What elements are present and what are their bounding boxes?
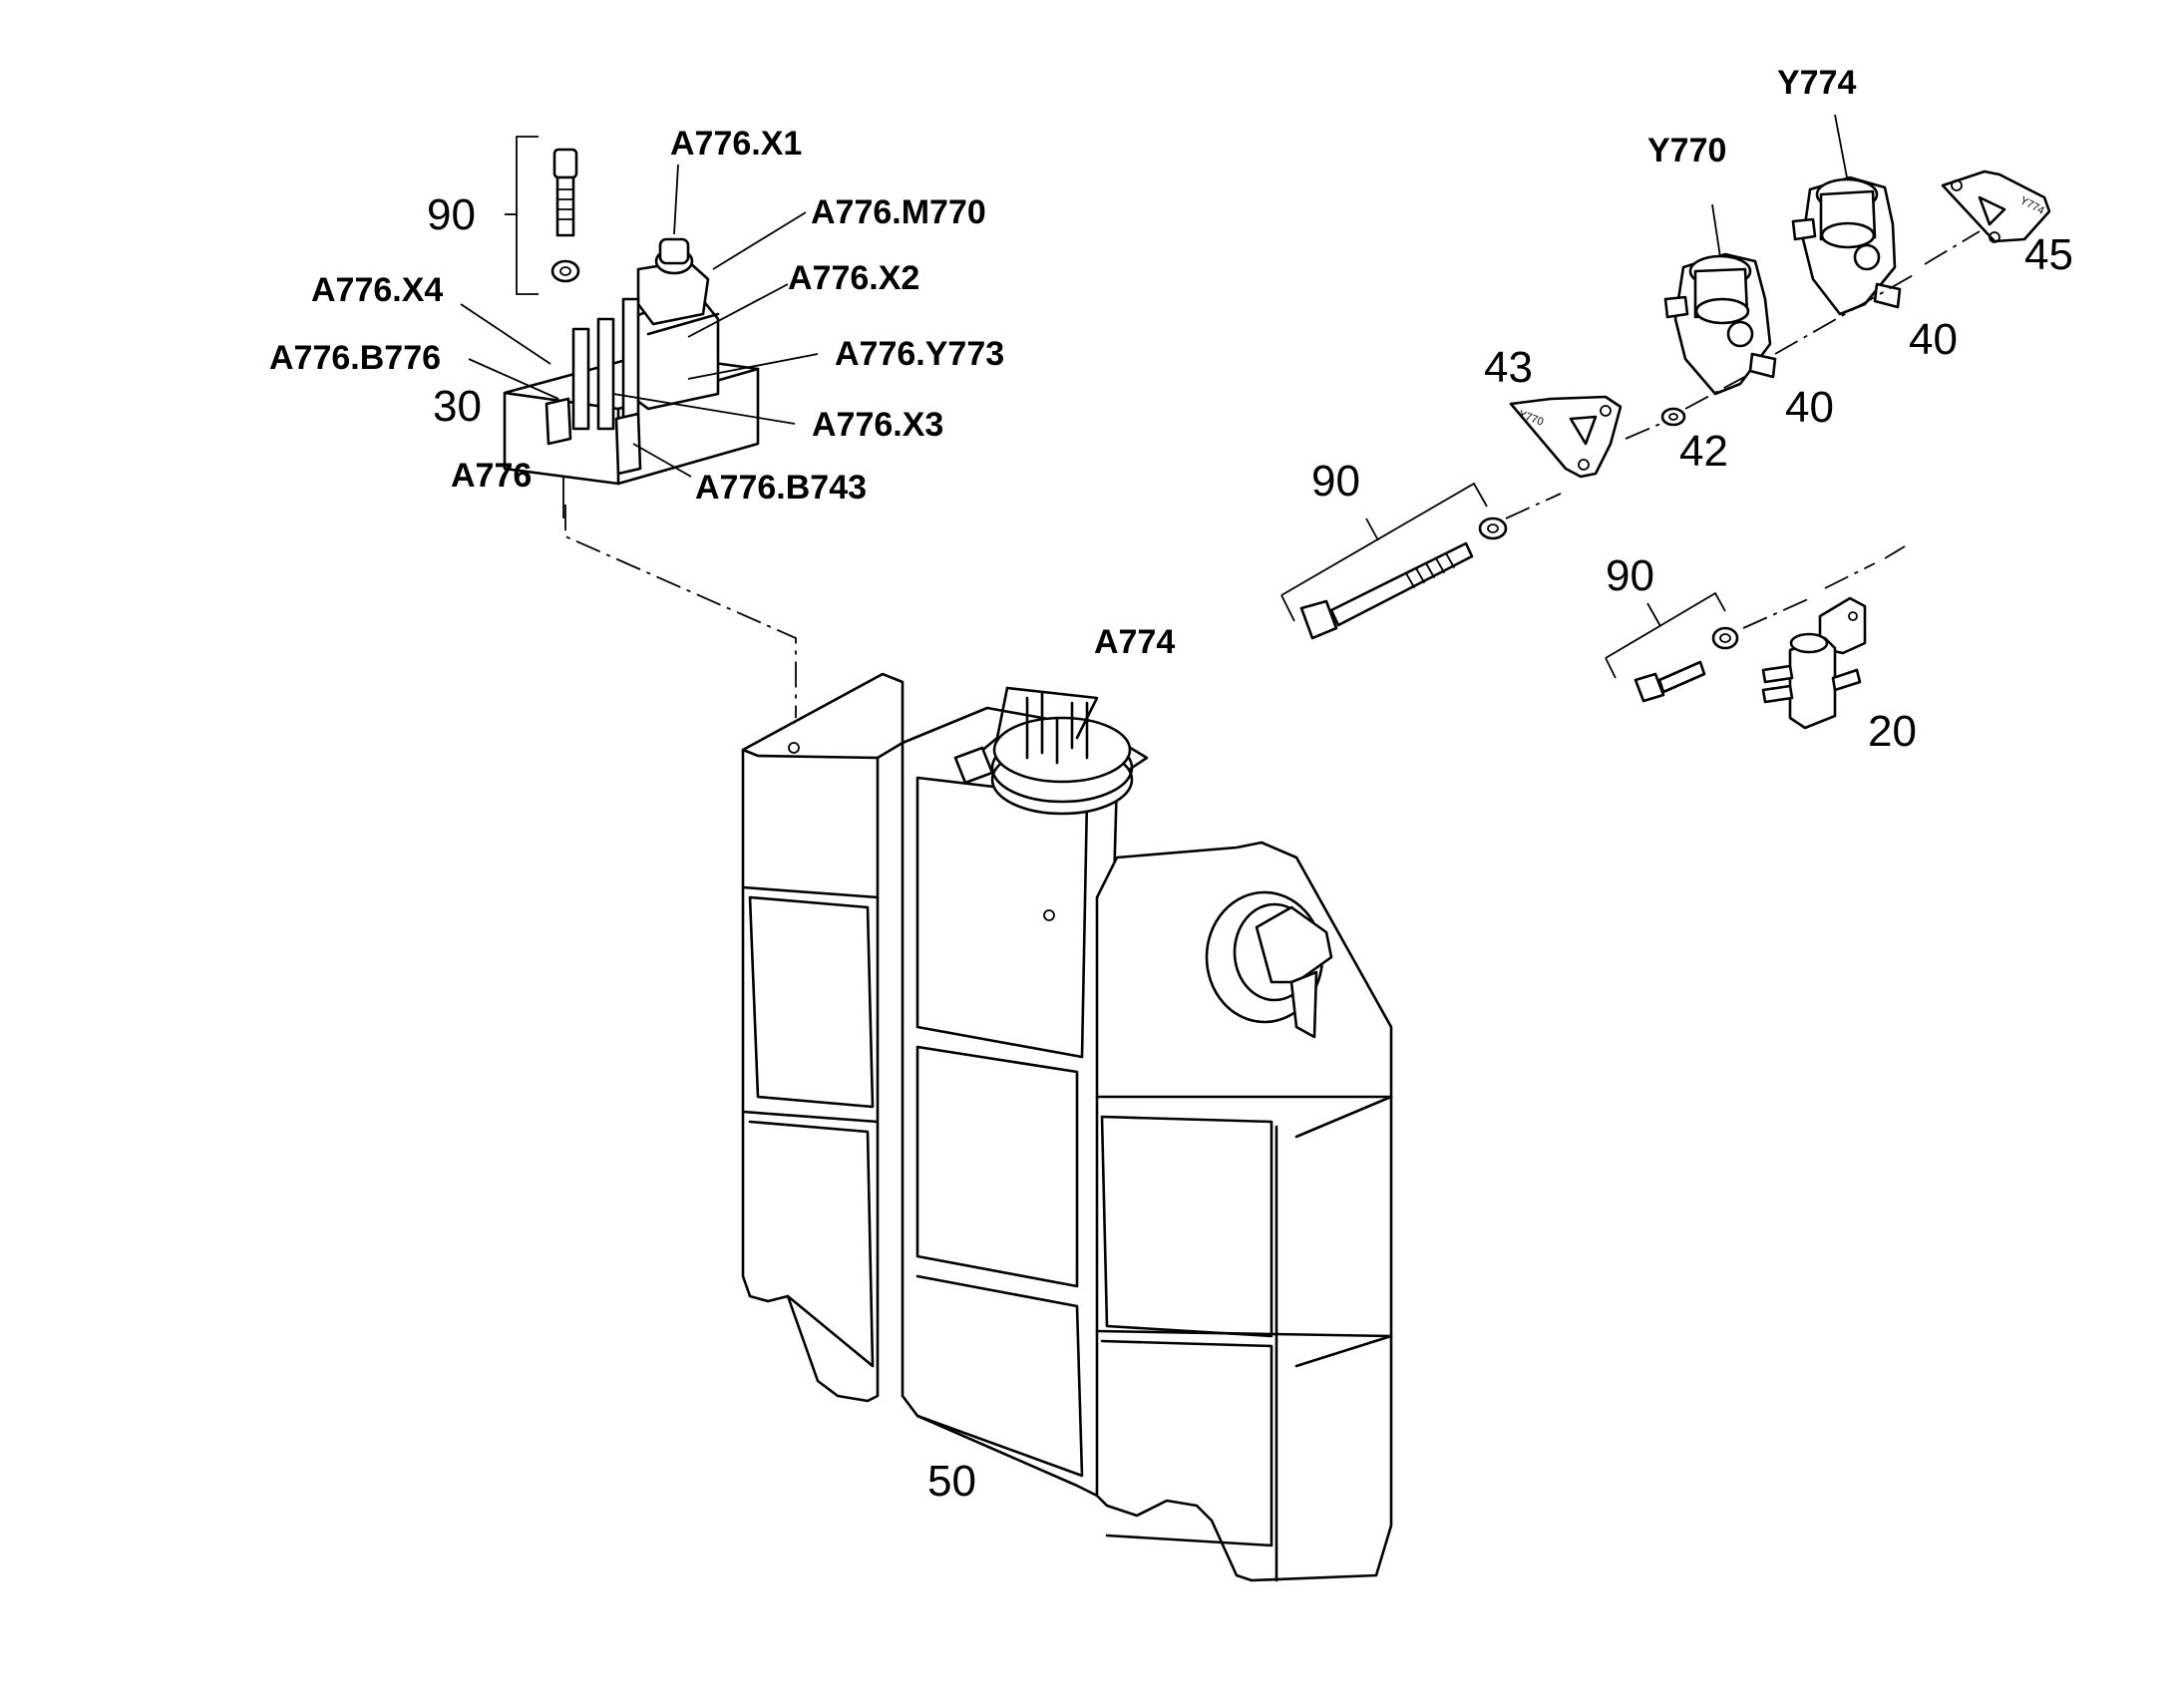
label-a774: A774 <box>1094 623 1175 661</box>
label-a776-x4: A776.X4 <box>311 271 443 309</box>
number-45: 45 <box>2024 230 2073 279</box>
number-40-upper: 40 <box>1909 315 1958 364</box>
label-a776-b776: A776.B776 <box>269 339 441 377</box>
number-30: 30 <box>433 382 482 431</box>
number-50: 50 <box>927 1457 976 1506</box>
leader-lines <box>460 114 1848 518</box>
assembly-line-module-to-tank <box>564 505 797 718</box>
label-a776: A776 <box>451 457 532 495</box>
label-a776-x3: A776.X3 <box>812 406 943 444</box>
bolt-90-mid-drawing <box>1280 482 1508 640</box>
part-20-drawing <box>1761 596 1867 730</box>
number-90-mid: 90 <box>1311 457 1360 506</box>
number-40-lower: 40 <box>1785 383 1834 432</box>
number-20: 20 <box>1868 707 1917 756</box>
number-90-top: 90 <box>427 190 476 239</box>
control-module-drawing <box>503 237 760 486</box>
bolt-90-low-drawing <box>1605 591 1739 703</box>
number-42: 42 <box>1679 427 1728 476</box>
bolt-90-top-drawing <box>505 136 580 295</box>
label-a776-x2: A776.X2 <box>788 259 919 297</box>
label-a776-b743: A776.B743 <box>695 469 867 507</box>
label-a776-x1: A776.X1 <box>670 125 802 163</box>
label-y770: Y770 <box>1647 132 1726 170</box>
number-43: 43 <box>1484 343 1533 392</box>
valve-y774-drawing <box>1791 175 1902 316</box>
reservoir-tank-drawing <box>741 672 1393 1582</box>
washer-42-drawing <box>1660 407 1686 427</box>
bracket-45-drawing: Y774 <box>1941 170 2051 243</box>
assembly-line-valves <box>1505 230 1981 519</box>
label-y774: Y774 <box>1777 64 1856 102</box>
bracket-43-drawing: Y770 <box>1509 395 1623 479</box>
assembly-line-part-20 <box>1742 545 1906 629</box>
label-a776-m770: A776.M770 <box>811 193 986 231</box>
label-a776-y773: A776.Y773 <box>835 335 1004 373</box>
valve-y770-drawing <box>1663 252 1777 396</box>
number-90-low: 90 <box>1606 551 1654 600</box>
